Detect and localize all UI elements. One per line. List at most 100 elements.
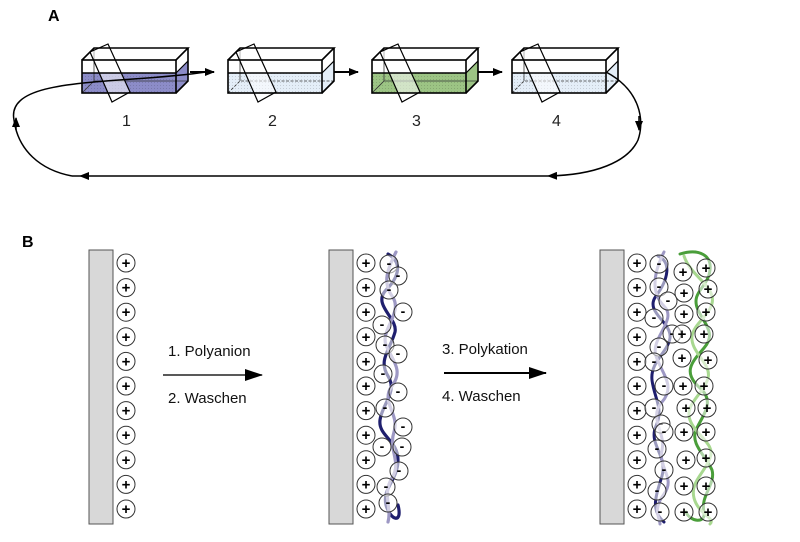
svg-text:-: - [400,438,405,454]
substrate-plate [88,249,114,525]
polycation-positive-charge: + [674,476,694,496]
svg-text:-: - [396,267,401,283]
polyanion-negative-charge: - [647,439,667,459]
svg-text:-: - [657,278,662,294]
svg-text:-: - [383,336,388,352]
substrate-positive-charge: + [627,351,647,371]
substrate-positive-charge: + [116,450,136,470]
svg-text:+: + [122,501,131,518]
stage-substrate: +++++++++++ [88,249,136,525]
polyanion-negative-charge: - [644,352,664,372]
polycation-positive-charge: + [676,398,696,418]
polycation-positive-charge: + [674,304,694,324]
substrate-positive-charge: + [116,425,136,445]
svg-text:+: + [680,478,689,495]
svg-text:+: + [700,378,709,395]
substrate-positive-charge: + [116,253,136,273]
svg-text:+: + [122,280,131,297]
svg-text:-: - [387,255,392,271]
polyanion-negative-charge: - [392,437,412,457]
svg-text:-: - [658,503,663,519]
substrate-positive-charge: + [627,401,647,421]
polycation-positive-charge: + [696,476,716,496]
beaker-4: 4 [511,43,620,130]
substrate-positive-charge: + [356,499,376,519]
cycle-right-curve [547,71,642,180]
svg-text:+: + [702,424,711,441]
svg-text:+: + [679,378,688,395]
svg-text:-: - [380,438,385,454]
substrate-positive-charge: + [356,450,376,470]
polyanion-negative-charge: - [379,280,399,300]
substrate-positive-charge: + [627,376,647,396]
polycation-positive-charge: + [697,398,717,418]
svg-text:+: + [678,350,687,367]
svg-text:+: + [633,329,642,346]
substrate-positive-charge: + [356,376,376,396]
svg-text:-: - [657,338,662,354]
svg-text:+: + [680,504,689,521]
polyanion-negative-charge: - [375,398,395,418]
polyanion-negative-charge: - [372,315,392,335]
svg-text:+: + [122,304,131,321]
svg-text:-: - [652,353,657,369]
substrate-positive-charge: + [627,302,647,322]
svg-text:-: - [662,377,667,393]
substrate-positive-charge: + [116,351,136,371]
beaker-2: 2 [227,43,336,130]
svg-text:+: + [702,478,711,495]
svg-text:+: + [633,280,642,297]
svg-text:+: + [362,403,371,420]
substrate-positive-charge: + [356,401,376,421]
polycation-positive-charge: + [696,302,716,322]
svg-text:-: - [381,365,386,381]
polyanion-negative-charge: - [647,481,667,501]
polyanion-negative-charge: - [372,437,392,457]
substrate-positive-charge: + [356,474,376,494]
polycation-positive-charge: + [673,262,693,282]
polycation-positive-charge: + [696,422,716,442]
polyanion-negative-charge: - [644,308,664,328]
panel-b-label: B [22,234,34,251]
substrate-positive-charge: + [356,302,376,322]
svg-text:+: + [362,304,371,321]
svg-text:-: - [652,309,657,325]
svg-text:-: - [662,423,667,439]
step-wash-label-2: 4. Waschen [442,388,521,405]
svg-text:+: + [362,378,371,395]
svg-text:+: + [122,255,131,272]
svg-text:+: + [362,476,371,493]
polyanion-negative-charge: - [388,344,408,364]
process-step-1: 1. Polyanion 2. Waschen [163,343,263,407]
polyanion-negative-charge: - [650,502,670,522]
polycation-positive-charge: + [694,324,714,344]
svg-text:+: + [122,452,131,469]
step-polycation-label: 3. Polykation [442,341,528,358]
svg-text:+: + [362,452,371,469]
polycation-positive-charge: + [674,502,694,522]
svg-text:+: + [362,427,371,444]
svg-text:-: - [396,383,401,399]
svg-text:+: + [633,501,642,518]
svg-text:+: + [362,280,371,297]
beaker-number: 3 [412,113,421,130]
beaker-number: 1 [122,113,131,130]
polycation-positive-charge: + [698,279,718,299]
svg-text:+: + [680,285,689,302]
polycation-positive-charge: + [674,283,694,303]
svg-text:+: + [122,329,131,346]
svg-text:+: + [704,504,713,521]
polyanion-negative-charge: - [393,302,413,322]
svg-text:+: + [633,476,642,493]
svg-text:+: + [633,304,642,321]
substrate-positive-charge: + [116,474,136,494]
polyanion-negative-charge: - [654,376,674,396]
substrate-positive-charge: + [116,499,136,519]
substrate-positive-charge: + [116,401,136,421]
svg-text:+: + [703,400,712,417]
svg-text:+: + [682,452,691,469]
svg-text:+: + [679,264,688,281]
substrate-positive-charge: + [627,474,647,494]
svg-text:-: - [383,399,388,415]
